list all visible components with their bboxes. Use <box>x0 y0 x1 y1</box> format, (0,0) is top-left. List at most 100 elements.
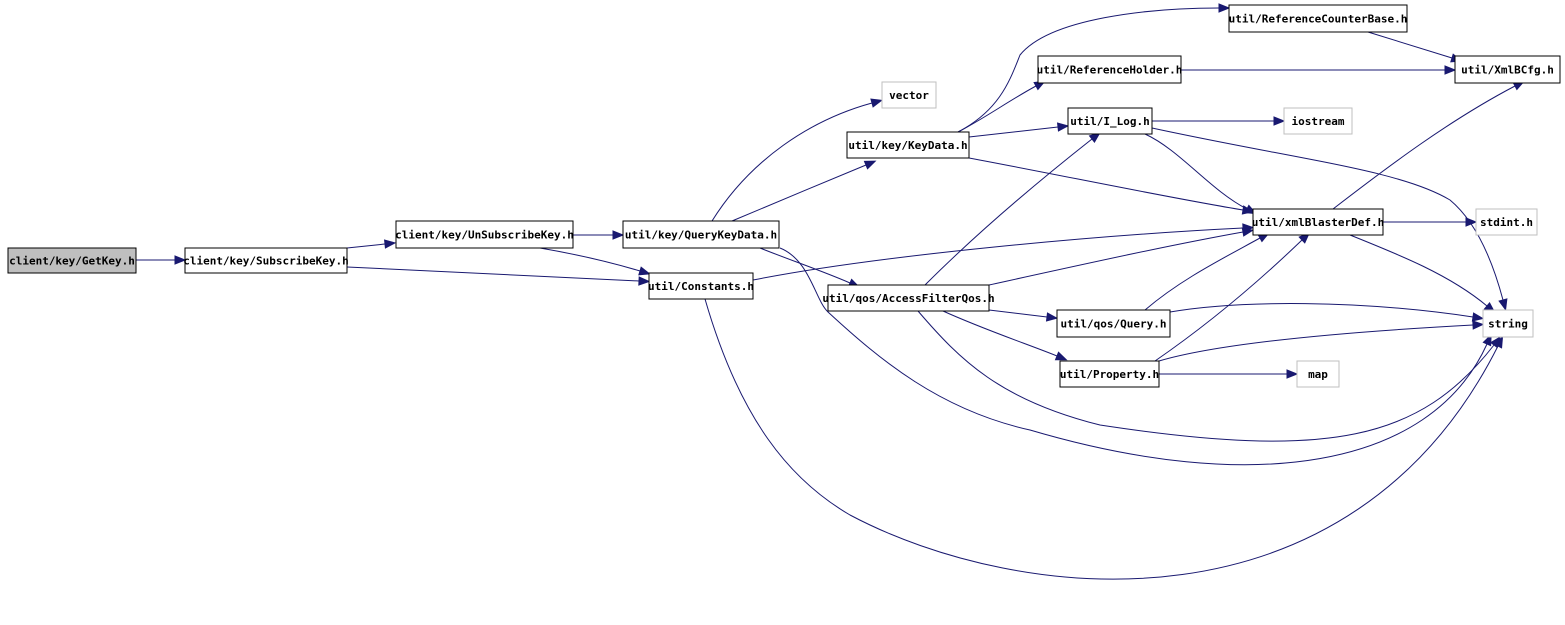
arrowhead-icon <box>1444 65 1457 75</box>
node-label: util/I_Log.h <box>1070 115 1149 128</box>
arrowhead-icon <box>1498 298 1508 311</box>
edge-getkey-to-subscribekey <box>136 255 187 265</box>
arrowhead-icon <box>174 255 187 265</box>
node-label: util/qos/AccessFilterQos.h <box>822 292 994 305</box>
edge-line <box>704 298 1499 580</box>
arrowhead-icon <box>1054 351 1068 361</box>
edge-line <box>1144 237 1261 311</box>
node-box <box>1454 55 1561 84</box>
edge-line <box>1367 31 1453 59</box>
node-box <box>7 247 137 274</box>
node-label: util/xmlBlasterDef.h <box>1252 216 1384 229</box>
edge-line <box>1154 239 1303 362</box>
edge-keydata-to-ilog <box>968 122 1070 138</box>
node-constants[interactable]: util/Constants.h <box>648 272 754 300</box>
edge-constants-to-string <box>704 298 1504 580</box>
arrowhead-icon <box>1482 333 1492 347</box>
node-box <box>827 284 990 312</box>
nodes-layer: client/key/GetKey.h client/key/SubscribeK… <box>7 4 1561 388</box>
arrowhead-icon <box>1273 116 1286 126</box>
edge-line <box>1144 133 1248 210</box>
edge-subscribekey-to-constants <box>346 266 651 286</box>
arrowhead-icon <box>1489 336 1501 349</box>
edge-line <box>346 266 640 282</box>
arrowhead-icon <box>1045 312 1059 322</box>
node-label: util/qos/Query.h <box>1061 318 1167 331</box>
edge-line <box>779 247 1488 466</box>
edge-keydata-to-refholder <box>957 80 1046 133</box>
node-vector: vector <box>881 81 937 109</box>
edge-line <box>1332 85 1516 210</box>
node-box <box>1228 4 1408 33</box>
node-box <box>1059 360 1160 388</box>
edge-unsubscribekey-to-querykeydata <box>573 230 625 240</box>
node-box <box>1037 55 1182 84</box>
node-label: util/ReferenceHolder.h <box>1037 64 1183 77</box>
node-label: util/ReferenceCounterBase.h <box>1229 13 1408 26</box>
node-box <box>184 247 348 274</box>
node-keydata[interactable]: util/key/KeyData.h <box>846 131 970 159</box>
edge-line <box>988 231 1244 286</box>
node-label: client/key/GetKey.h <box>9 255 135 268</box>
node-unsubscribekey[interactable]: client/key/UnSubscribeKey.h <box>395 220 574 249</box>
edge-line <box>1158 324 1474 362</box>
edge-line <box>1151 127 1504 301</box>
edge-ilog-to-iostream <box>1152 116 1286 126</box>
node-xmlblasterdef[interactable]: util/xmlBlasterDef.h <box>1252 208 1384 236</box>
edge-unsubscribekey-to-constants <box>539 247 651 276</box>
edge-accessfilterqos-to-xmlblasterdef <box>988 227 1255 286</box>
node-label: util/Property.h <box>1060 368 1159 381</box>
node-querykeydata[interactable]: util/key/QueryKeyData.h <box>622 220 780 249</box>
node-xmlbcfg[interactable]: util/XmlBCfg.h <box>1454 55 1561 84</box>
node-box <box>1067 107 1153 135</box>
edge-line <box>942 310 1058 357</box>
arrowhead-icon <box>1241 227 1255 237</box>
node-box <box>1252 208 1384 236</box>
edge-property-to-string <box>1158 320 1485 362</box>
edge-line <box>968 157 1244 211</box>
node-label: util/key/KeyData.h <box>848 139 967 152</box>
node-label: util/XmlBCfg.h <box>1461 64 1554 77</box>
edge-line <box>731 164 867 222</box>
node-refholder[interactable]: util/ReferenceHolder.h <box>1037 55 1183 84</box>
edge-accessfilterqos-to-property <box>942 310 1068 361</box>
edge-line <box>711 102 873 222</box>
edge-line <box>539 247 641 272</box>
node-label: client/key/SubscribeKey.h <box>183 255 349 268</box>
edge-ilog-to-string <box>1151 127 1508 311</box>
node-box <box>1283 107 1353 135</box>
arrowhead-icon <box>1218 3 1231 13</box>
edge-accessfilterqos-to-query <box>988 309 1059 322</box>
edge-keydata-to-refcounterbase <box>957 3 1231 133</box>
edge-refholder-to-xmlbcfg <box>1181 65 1457 75</box>
node-box <box>846 131 970 159</box>
node-property[interactable]: util/Property.h <box>1059 360 1160 388</box>
node-accessfilterqos[interactable]: util/qos/AccessFilterQos.h <box>822 284 995 312</box>
edge-accessfilterqos-to-string <box>917 310 1501 442</box>
arrowhead-icon <box>638 276 651 286</box>
edge-querykeydata-to-vector <box>711 98 883 222</box>
node-label: string <box>1488 318 1528 331</box>
node-label: stdint.h <box>1480 216 1533 229</box>
node-refcounterbase[interactable]: util/ReferenceCounterBase.h <box>1228 4 1408 33</box>
arrowhead-icon <box>1286 369 1299 379</box>
arrowhead-icon <box>870 98 883 108</box>
edge-line <box>759 247 851 284</box>
node-map: map <box>1296 360 1340 388</box>
arrowhead-icon <box>1471 312 1485 322</box>
edge-subscribekey-to-unsubscribekey <box>346 239 397 249</box>
node-subscribekey[interactable]: client/key/SubscribeKey.h <box>183 247 349 274</box>
node-query[interactable]: util/qos/Query.h <box>1056 309 1171 338</box>
edge-xmlblasterdef-to-string <box>1349 234 1496 314</box>
edge-line <box>988 309 1048 318</box>
edge-line <box>752 227 1244 281</box>
node-label: client/key/UnSubscribeKey.h <box>395 229 574 242</box>
node-label: util/Constants.h <box>648 280 754 293</box>
node-ilog[interactable]: util/I_Log.h <box>1067 107 1153 135</box>
node-box <box>881 81 937 109</box>
node-getkey[interactable]: client/key/GetKey.h <box>7 247 137 274</box>
edge-xmlblasterdef-to-stdint <box>1383 217 1478 227</box>
edge-constants-to-xmlblasterdef <box>752 223 1255 281</box>
edge-refcounterbase-to-xmlbcfg <box>1367 31 1463 63</box>
